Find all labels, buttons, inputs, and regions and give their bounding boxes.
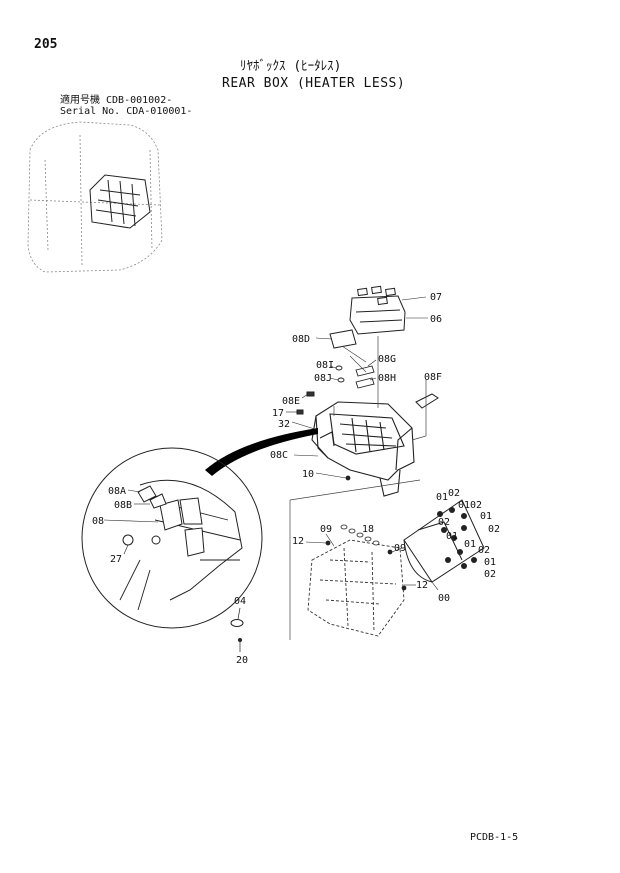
part-08D-plate bbox=[329, 329, 357, 349]
document-code: PCDB-1-5 bbox=[470, 832, 519, 843]
callout-07: 07 bbox=[430, 292, 442, 303]
small-parts-08 bbox=[335, 365, 375, 389]
callout-09-right: 09 bbox=[394, 543, 406, 554]
callout-labels: 07 06 08D 08I 08G 08J 08H 08F 08E 17 32 … bbox=[92, 292, 500, 666]
part-04-washer bbox=[230, 607, 244, 652]
callout-02-f: 02 bbox=[484, 569, 496, 580]
callout-06: 06 bbox=[430, 314, 442, 325]
callout-27: 27 bbox=[110, 554, 122, 565]
callout-08D: 08D bbox=[292, 334, 310, 345]
callout-leaders bbox=[103, 296, 439, 591]
callout-08J: 08J bbox=[314, 373, 332, 384]
cab-rear-box-thumb bbox=[89, 174, 151, 229]
callout-17: 17 bbox=[272, 408, 284, 419]
callout-20: 20 bbox=[236, 655, 248, 666]
serial-number-line: Serial No. CDA-010001- bbox=[60, 106, 193, 117]
callout-00: 00 bbox=[438, 593, 450, 604]
callout-08I: 08I bbox=[316, 360, 334, 371]
page-title: REAR BOX (HEATER LESS) bbox=[222, 76, 406, 91]
callout-02-e: 02 bbox=[478, 545, 490, 556]
part-06-strip bbox=[349, 285, 406, 335]
callout-08B: 08B bbox=[114, 500, 132, 511]
callout-08H: 08H bbox=[378, 373, 396, 384]
callout-08A: 08A bbox=[108, 486, 126, 497]
callout-08C: 08C bbox=[270, 450, 288, 461]
callout-01-a: 01 bbox=[436, 492, 448, 503]
callout-01-c: 01 bbox=[480, 511, 492, 522]
title-japanese: ﾘﾔﾎﾞｯｸｽ (ﾋｰﾀﾚｽ) bbox=[240, 59, 342, 74]
callout-12-right: 12 bbox=[416, 580, 428, 591]
detail-view-circle bbox=[81, 447, 263, 629]
page-number: 205 bbox=[34, 37, 58, 52]
part-08F bbox=[415, 393, 439, 409]
callout-01-e: 01 bbox=[464, 539, 476, 550]
callout-08E: 08E bbox=[282, 396, 300, 407]
callout-01-b: 01 bbox=[458, 500, 470, 511]
callout-04: 04 bbox=[234, 596, 246, 607]
callout-02-d: 02 bbox=[438, 517, 450, 528]
cab-thumbnail bbox=[27, 121, 163, 273]
serial-applicable-line: 適用号機 CDB-001002- bbox=[60, 95, 173, 106]
callout-12-left: 12 bbox=[292, 536, 304, 547]
callout-02-c: 02 bbox=[488, 524, 500, 535]
callout-02-a: 02 bbox=[448, 488, 460, 499]
part-08C-rear-box bbox=[311, 401, 415, 497]
small-fasteners bbox=[325, 475, 407, 591]
callout-08: 08 bbox=[92, 516, 104, 527]
mounting-bracket bbox=[307, 539, 405, 637]
callout-08F: 08F bbox=[424, 372, 442, 383]
callout-01-f: 01 bbox=[484, 557, 496, 568]
callout-10: 10 bbox=[302, 469, 314, 480]
callout-32: 32 bbox=[278, 419, 290, 430]
assembly-guide-lines bbox=[289, 336, 427, 640]
callout-01-d: 01 bbox=[446, 531, 458, 542]
callout-09-left: 09 bbox=[320, 524, 332, 535]
detail-leader bbox=[205, 428, 318, 476]
bolts-01-02 bbox=[437, 507, 477, 569]
callout-18: 18 bbox=[362, 524, 374, 535]
callout-02-b: 02 bbox=[470, 500, 482, 511]
callout-08G: 08G bbox=[378, 354, 396, 365]
